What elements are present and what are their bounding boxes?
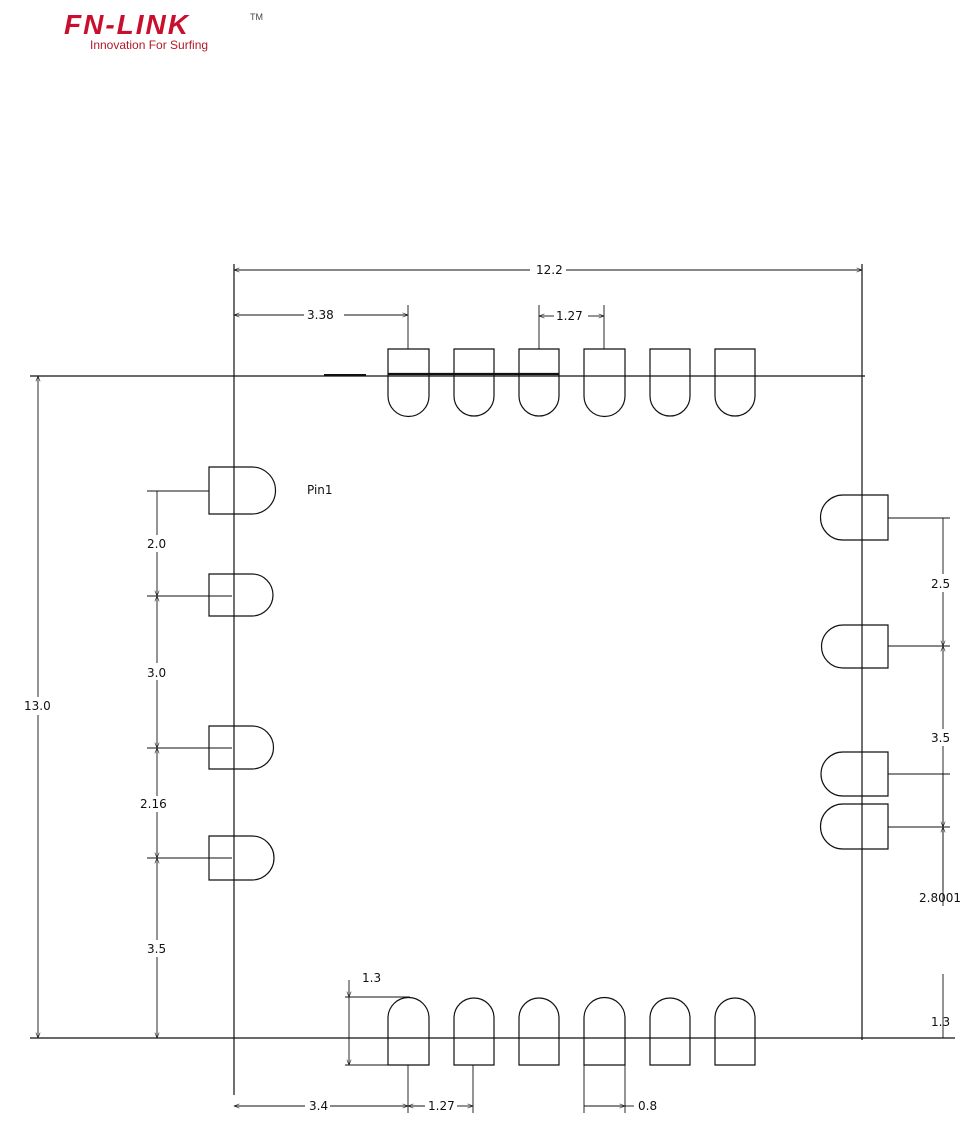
left-pad-3 <box>208 725 275 770</box>
top-pad-6 <box>714 348 756 417</box>
dim-right-gap-3: 2.8001 <box>919 891 961 905</box>
bottom-pad-3 <box>518 997 560 1066</box>
bottom-pad-5 <box>649 997 691 1066</box>
bottom-pads <box>387 996 756 1066</box>
right-pads <box>819 494 889 850</box>
dim-bottom-pitch: 1.27 <box>428 1099 455 1113</box>
top-pad-2 <box>453 348 495 417</box>
right-pad-2 <box>820 624 889 669</box>
dim-right-gap-4: 1.3 <box>931 1015 950 1029</box>
bottom-pad-6 <box>714 997 756 1066</box>
top-pad-3 <box>518 348 560 417</box>
logo-trademark: TM <box>250 12 263 22</box>
left-pad-2 <box>208 573 274 617</box>
dim-right-gap-2: 3.5 <box>931 731 950 745</box>
left-pad-1 <box>208 466 277 515</box>
dim-right-gap-1: 2.5 <box>931 577 950 591</box>
bottom-pad-1 <box>387 996 430 1066</box>
right-pad-1 <box>819 494 889 541</box>
right-pad-3 <box>819 803 889 850</box>
module-outline <box>30 264 955 1095</box>
dimension-lines <box>35 267 950 1113</box>
dim-top-offset: 3.38 <box>307 308 334 322</box>
left-pads <box>208 466 277 881</box>
pin1-label: Pin1 <box>307 483 333 497</box>
dim-left-gap-1: 2.0 <box>147 537 166 551</box>
dim-bottom-offset: 3.4 <box>309 1099 328 1113</box>
bottom-pad-4 <box>583 996 626 1066</box>
left-pad-4 <box>208 835 275 881</box>
bottom-pad-2 <box>453 997 495 1066</box>
top-pad-1 <box>387 348 430 418</box>
dim-bottom-pad-width: 0.8 <box>638 1099 657 1113</box>
dim-left-gap-3: 2.16 <box>140 797 167 811</box>
dim-bottom-pad-height: 1.3 <box>362 971 381 985</box>
dim-overall-width: 12.2 <box>536 263 563 277</box>
fn-link-logo: FN-LINK TM Innovation For Surfing <box>64 10 284 54</box>
dim-top-pitch: 1.27 <box>556 309 583 323</box>
dim-left-gap-2: 3.0 <box>147 666 166 680</box>
top-pad-4 <box>583 348 626 418</box>
top-pads <box>387 348 756 418</box>
right-pad-5 <box>820 751 889 797</box>
logo-brand: FN-LINK <box>64 9 190 40</box>
dim-left-gap-4: 3.5 <box>147 942 166 956</box>
logo-tagline: Innovation For Surfing <box>90 38 209 52</box>
dim-overall-height: 13.0 <box>24 699 51 713</box>
top-pad-5 <box>649 348 691 417</box>
